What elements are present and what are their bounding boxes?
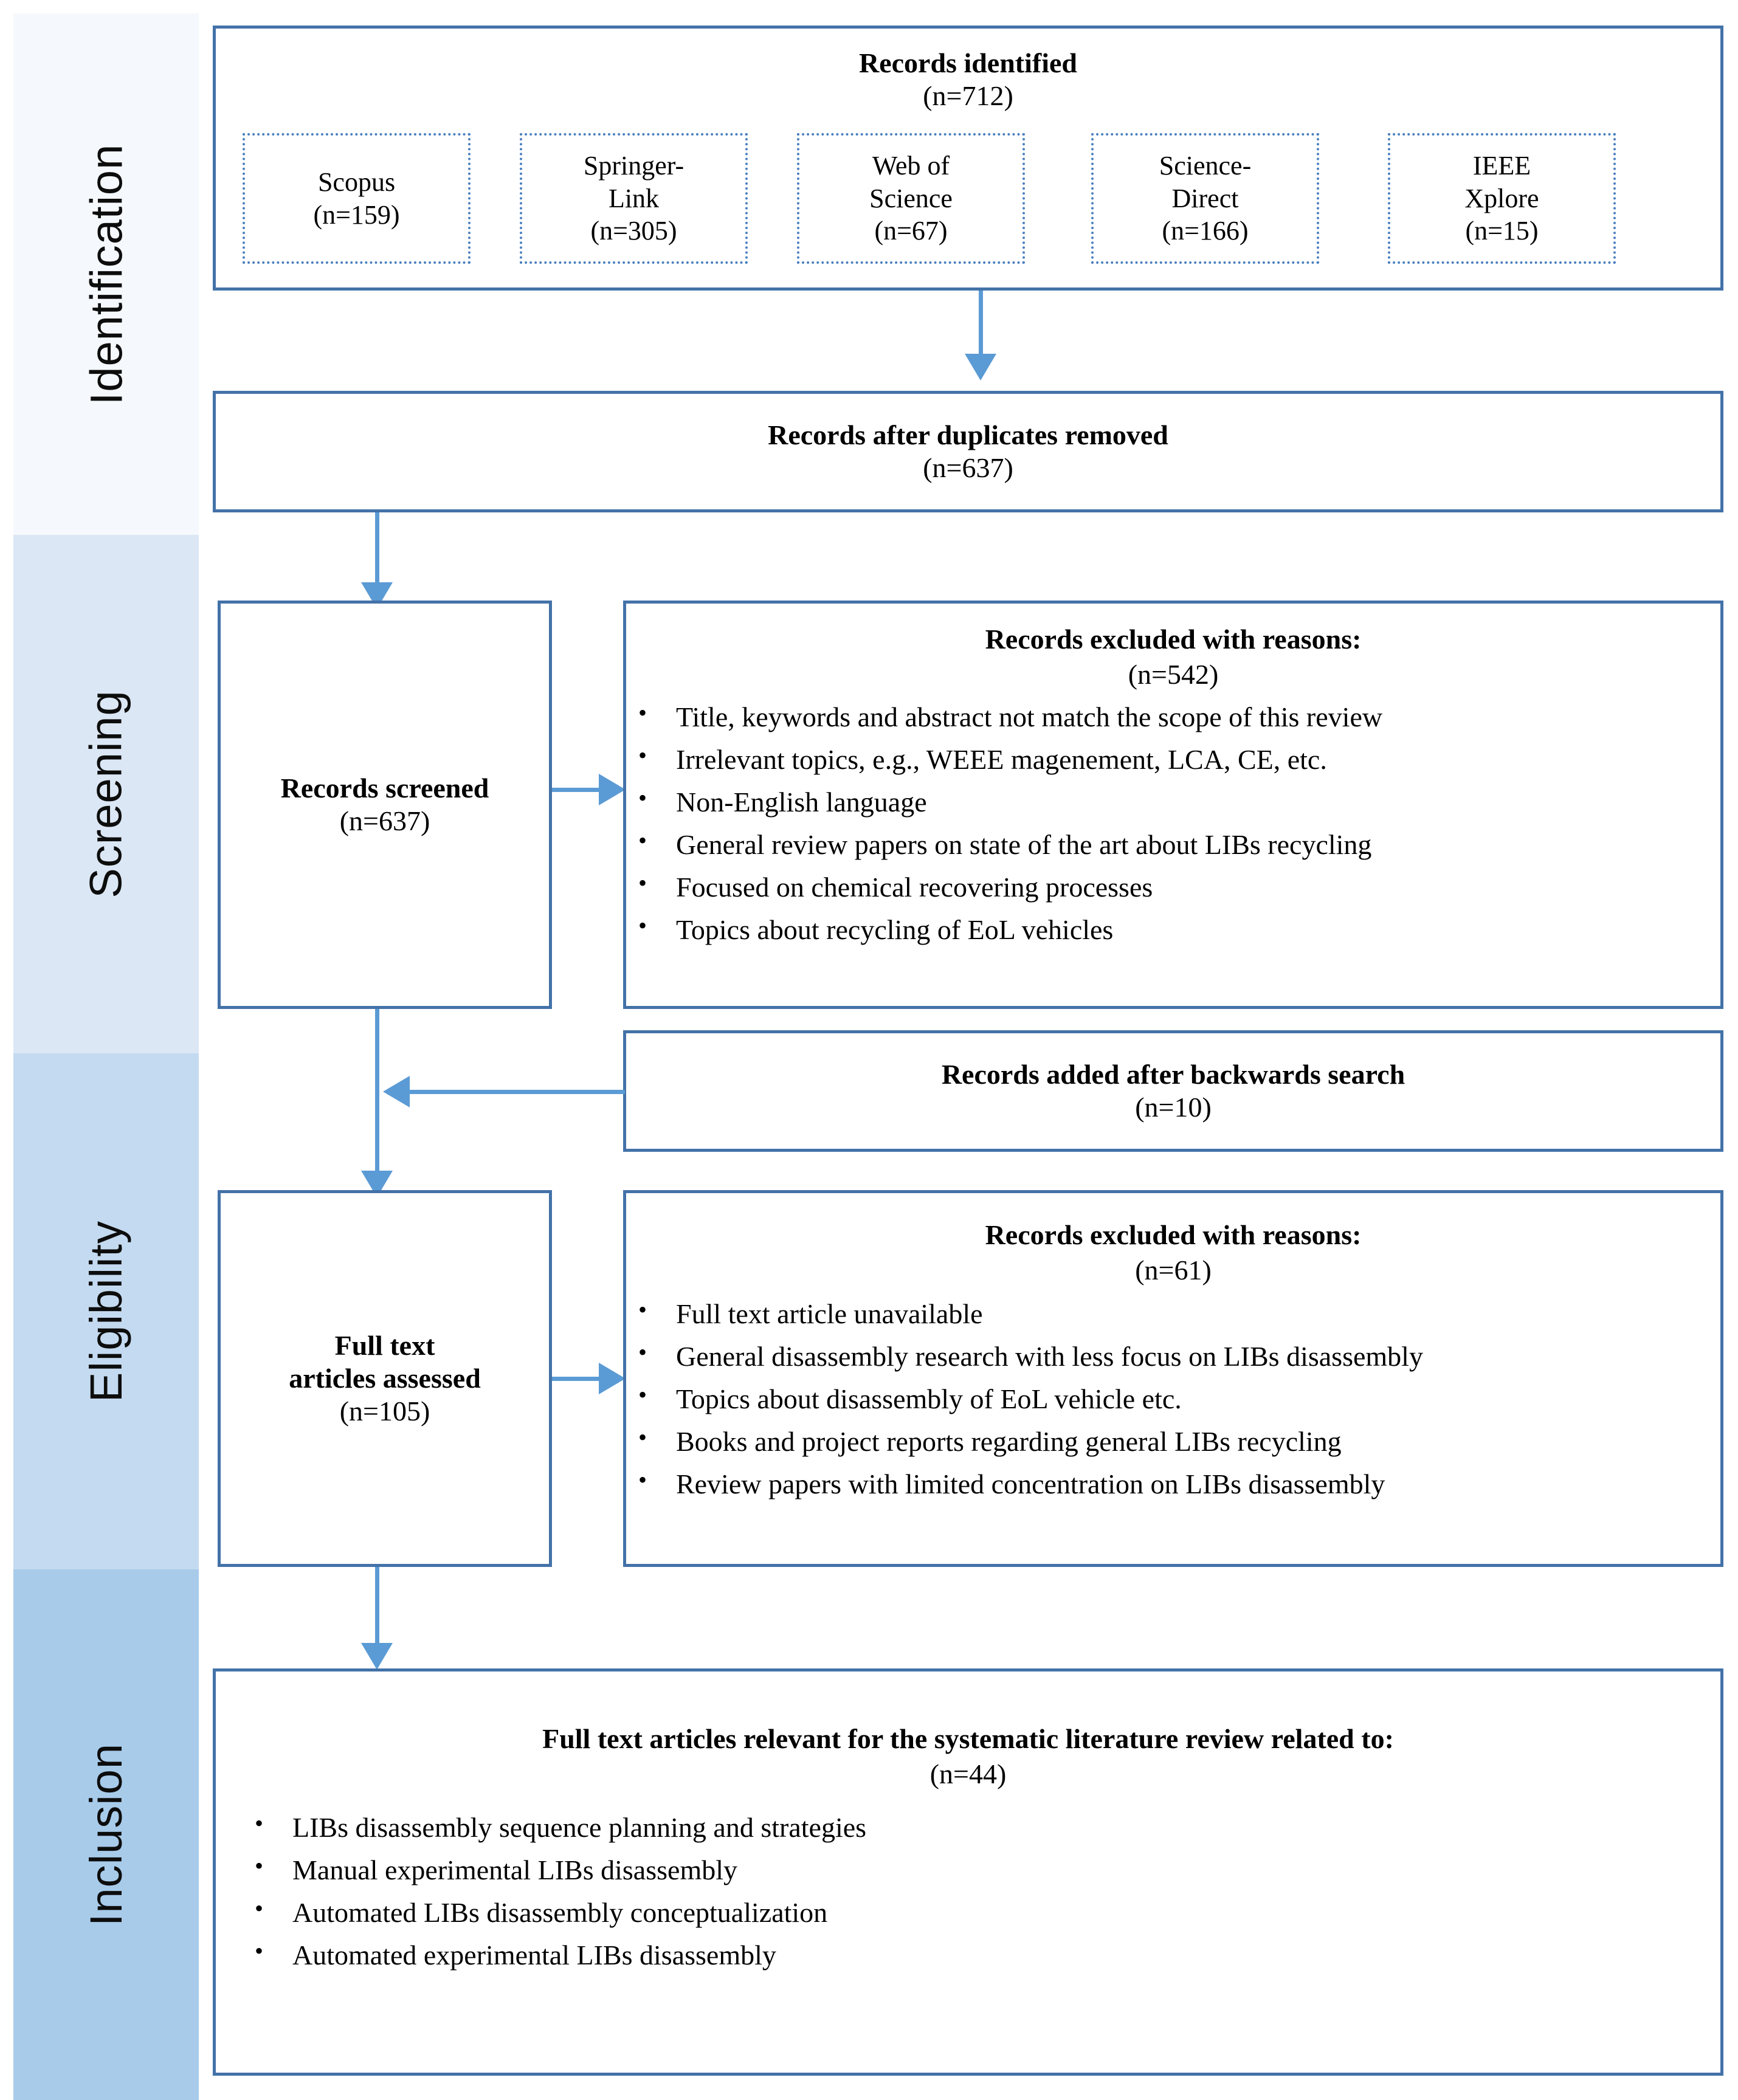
records-after-duplicates-box: Records after duplicates removed (n=637) bbox=[213, 391, 1723, 512]
records-backwards-search-box: Records added after backwards search (n=… bbox=[623, 1030, 1723, 1152]
source-name: Scopus bbox=[317, 167, 396, 197]
records-excluded-eligibility-title: Records excluded with reasons: bbox=[985, 1219, 1362, 1250]
stage-label-identification: Identification bbox=[81, 143, 131, 405]
list-item: Irrelevant topics, e.g., WEEE magenement… bbox=[626, 737, 1720, 781]
connector-screened-to-assessed bbox=[375, 1009, 379, 1182]
records-after-duplicates-title: Records after duplicates removed bbox=[768, 419, 1168, 450]
full-text-assessed-box: Full text articles assessed (n=105) bbox=[218, 1190, 552, 1567]
arrow-backwards-to-mainflow-icon bbox=[383, 1076, 410, 1107]
records-excluded-eligibility-box: Records excluded with reasons: (n=61) Fu… bbox=[623, 1190, 1723, 1567]
stage-sidebar: Identification Screening Eligibility Inc… bbox=[13, 0, 199, 2100]
excluded-reasons-list-screening: Title, keywords and abstract not match t… bbox=[626, 695, 1720, 951]
list-item: LIBs disassembly sequence planning and s… bbox=[243, 1805, 1720, 1849]
source-name: IEEE Xplore bbox=[1464, 150, 1539, 213]
source-name: Springer- Link bbox=[583, 150, 685, 213]
records-screened-box: Records screened (n=637) bbox=[218, 601, 552, 1009]
connector-assessed-to-excluded bbox=[552, 1377, 607, 1381]
source-box-springerlink: Springer- Link (n=305) bbox=[520, 133, 748, 264]
full-text-included-box: Full text articles relevant for the syst… bbox=[213, 1668, 1723, 2076]
source-count: (n=15) bbox=[1465, 216, 1539, 246]
list-item: Manual experimental LIBs disassembly bbox=[243, 1848, 1720, 1892]
records-after-duplicates-count: (n=637) bbox=[923, 452, 1013, 483]
list-item: Automated LIBs disassembly conceptualiza… bbox=[243, 1890, 1720, 1934]
arrow-screened-to-excluded-icon bbox=[599, 774, 626, 805]
stage-band-eligibility: Eligibility bbox=[13, 1053, 199, 1569]
stage-band-screening: Screening bbox=[13, 535, 199, 1053]
records-screened-title: Records screened bbox=[280, 772, 489, 804]
full-text-included-title: Full text articles relevant for the syst… bbox=[542, 1723, 1394, 1754]
list-item: Review papers with limited concentration… bbox=[626, 1462, 1720, 1506]
list-item: Non-English language bbox=[626, 780, 1720, 824]
source-count: (n=166) bbox=[1162, 216, 1249, 246]
records-identified-box: Records identified (n=712) Scopus (n=159… bbox=[213, 26, 1723, 291]
stage-label-screening: Screening bbox=[81, 690, 131, 898]
source-count: (n=305) bbox=[590, 216, 677, 246]
full-text-assessed-title: Full text articles assessed bbox=[289, 1329, 481, 1394]
list-item: Topics about recycling of EoL vehicles bbox=[626, 907, 1720, 951]
connector-duplicates-to-screened bbox=[375, 512, 379, 585]
records-identified-count: (n=712) bbox=[923, 80, 1013, 112]
list-item: Focused on chemical recovering processes bbox=[626, 865, 1720, 909]
stage-label-inclusion: Inclusion bbox=[81, 1743, 131, 1927]
source-name: Science- Direct bbox=[1159, 150, 1252, 213]
records-excluded-screening-count: (n=542) bbox=[1128, 659, 1219, 690]
excluded-reasons-list-eligibility: Full text article unavailable General di… bbox=[626, 1292, 1720, 1506]
source-box-scopus: Scopus (n=159) bbox=[243, 133, 471, 264]
list-item: Title, keywords and abstract not match t… bbox=[626, 695, 1720, 738]
list-item: Automated experimental LIBs disassembly bbox=[243, 1933, 1720, 1977]
arrow-assessed-to-excluded-icon bbox=[599, 1363, 626, 1394]
list-item: Full text article unavailable bbox=[626, 1292, 1720, 1335]
records-identified-title: Records identified bbox=[858, 47, 1077, 78]
source-count: (n=159) bbox=[313, 199, 400, 230]
list-item: General disassembly research with less f… bbox=[626, 1334, 1720, 1378]
arrow-assessed-to-included-icon bbox=[361, 1643, 393, 1670]
records-excluded-screening-box: Records excluded with reasons: (n=542) T… bbox=[623, 601, 1723, 1009]
records-backwards-search-count: (n=10) bbox=[1135, 1092, 1212, 1123]
records-screened-count: (n=637) bbox=[339, 805, 430, 836]
stage-label-eligibility: Eligibility bbox=[81, 1220, 131, 1402]
stage-band-identification: Identification bbox=[13, 13, 199, 535]
source-box-sciencedirect: Science- Direct (n=166) bbox=[1091, 133, 1319, 264]
full-text-assessed-count: (n=105) bbox=[339, 1396, 430, 1427]
source-box-web-of-science: Web of Science (n=67) bbox=[797, 133, 1025, 264]
stage-band-inclusion: Inclusion bbox=[13, 1569, 199, 2100]
connector-identified-to-duplicates bbox=[979, 291, 983, 357]
list-item: Books and project reports regarding gene… bbox=[626, 1419, 1720, 1463]
connector-backwards-to-mainflow bbox=[400, 1090, 625, 1094]
arrow-identified-to-duplicates-icon bbox=[965, 354, 996, 380]
list-item: Topics about disassembly of EoL vehicle … bbox=[626, 1377, 1720, 1420]
connector-assessed-to-included bbox=[375, 1567, 379, 1646]
records-excluded-eligibility-count: (n=61) bbox=[1135, 1255, 1212, 1286]
full-text-included-count: (n=44) bbox=[929, 1758, 1007, 1790]
source-count: (n=67) bbox=[874, 216, 948, 246]
connector-screened-to-excluded bbox=[552, 788, 607, 792]
records-backwards-search-title: Records added after backwards search bbox=[941, 1058, 1405, 1090]
source-box-ieee-xplore: IEEE Xplore (n=15) bbox=[1388, 133, 1616, 264]
source-name: Web of Science bbox=[869, 150, 953, 213]
records-excluded-screening-title: Records excluded with reasons: bbox=[985, 624, 1362, 655]
included-topics-list: LIBs disassembly sequence planning and s… bbox=[216, 1805, 1720, 1977]
list-item: General review papers on state of the ar… bbox=[626, 822, 1720, 866]
